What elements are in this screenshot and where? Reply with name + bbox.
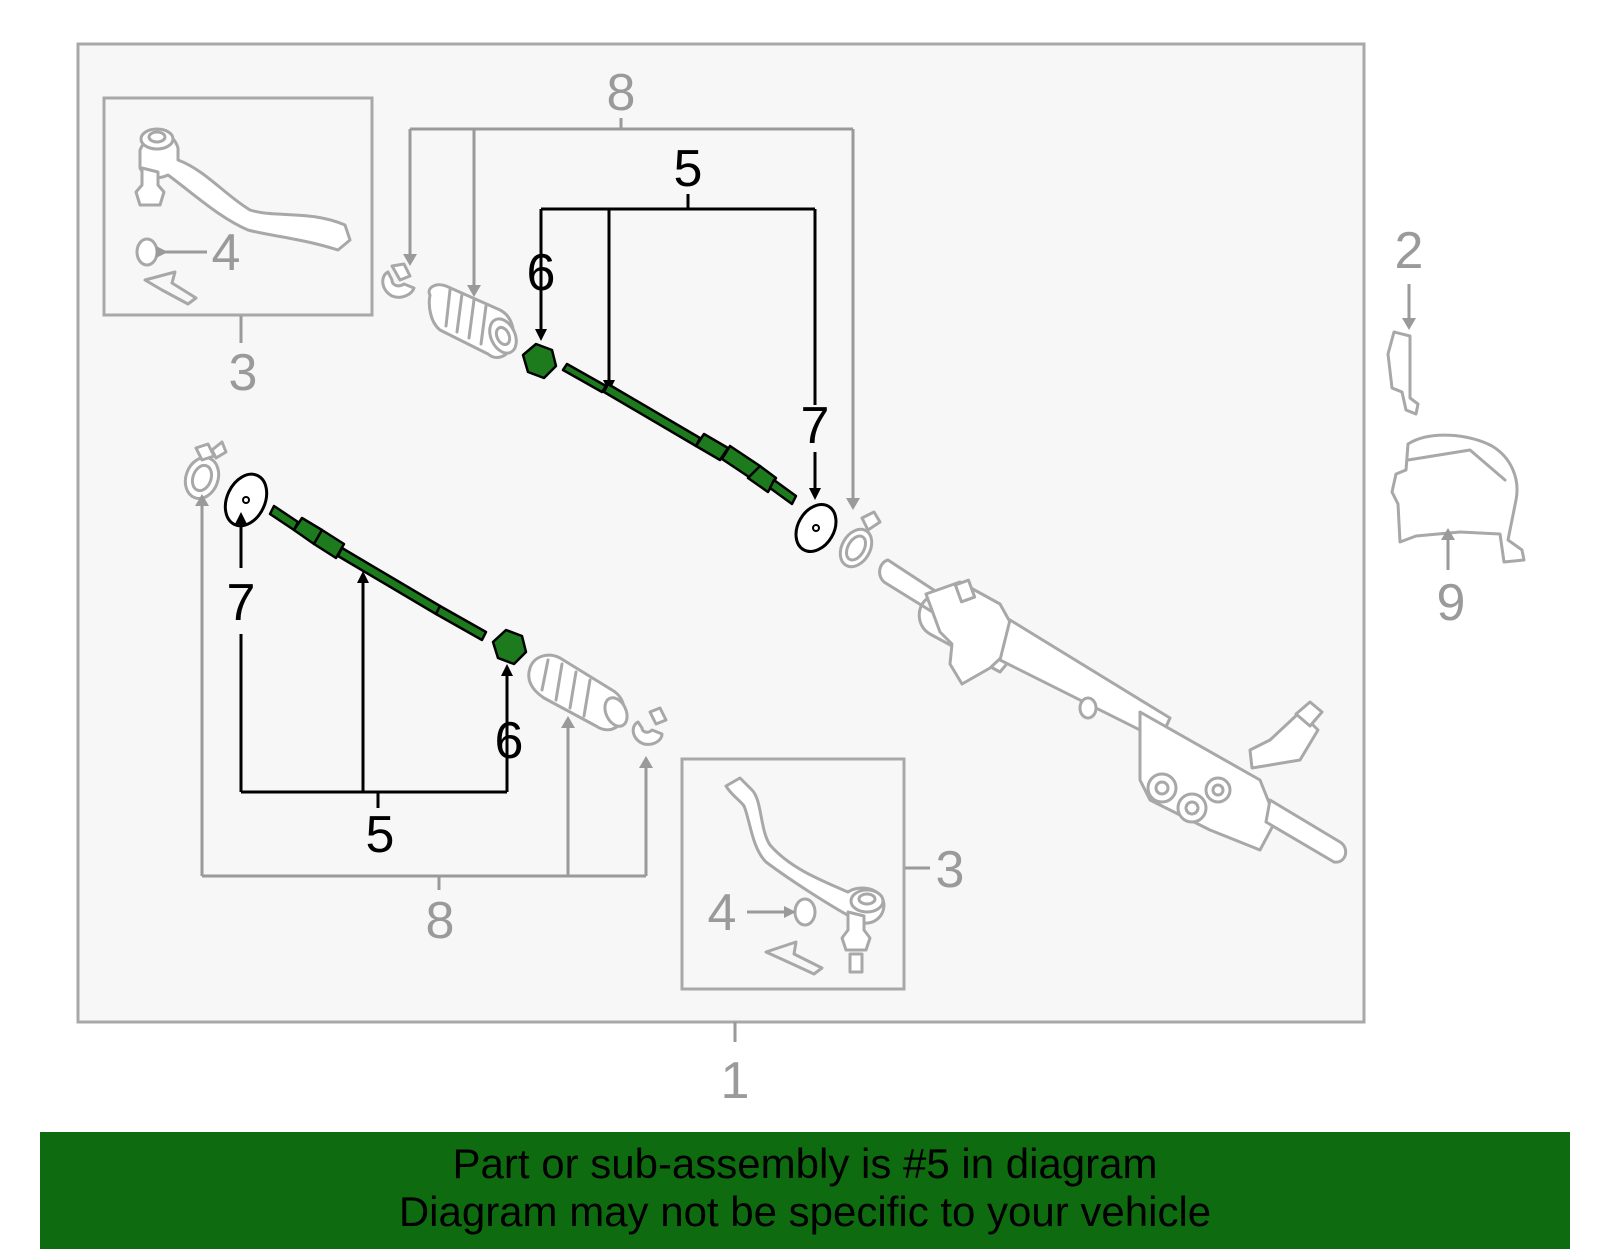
callout-2: 2 xyxy=(1395,222,1424,280)
outer-tie-rod-end-right-drawing xyxy=(724,776,886,976)
callout-7-top: 7 xyxy=(801,397,830,455)
boot-clamp-bottom-left xyxy=(183,440,228,500)
callout-6-bottom: 6 xyxy=(495,712,524,770)
bracket-part-2 xyxy=(1386,330,1420,416)
callout-1: 1 xyxy=(721,1052,750,1110)
boot-clamp-top-left xyxy=(381,262,416,299)
callout-3-top: 3 xyxy=(229,344,258,402)
boot-clamp-top-right xyxy=(838,510,882,569)
banner-line-1: Part or sub-assembly is #5 in diagram xyxy=(452,1140,1158,1187)
callout-4-top: 4 xyxy=(212,224,241,282)
callout-8-top: 8 xyxy=(607,64,636,122)
inner-tie-rod-bottom-highlighted xyxy=(268,504,528,666)
steering-gear-housing xyxy=(878,558,1348,864)
outer-tie-rod-end-left-drawing xyxy=(134,127,352,306)
boot-bottom xyxy=(527,653,629,732)
inner-tie-rod-top-highlighted xyxy=(521,342,798,506)
washer-top xyxy=(794,503,838,553)
callout-9: 9 xyxy=(1437,574,1466,632)
washer-bottom xyxy=(223,472,269,528)
callout-6-top: 6 xyxy=(527,244,556,302)
callout-5-bottom: 5 xyxy=(366,806,395,864)
boot-top xyxy=(427,283,518,359)
info-banner: Part or sub-assembly is #5 in diagram Di… xyxy=(40,1132,1570,1249)
callout-7-bottom: 7 xyxy=(227,574,256,632)
callout-5-top: 5 xyxy=(674,140,703,198)
boot-clamp-bottom-right xyxy=(631,706,668,746)
heat-shield-part-9 xyxy=(1390,433,1526,564)
callout-3-bottom: 3 xyxy=(936,841,965,899)
callout-4-bottom: 4 xyxy=(708,884,737,942)
banner-line-2: Diagram may not be specific to your vehi… xyxy=(398,1188,1212,1235)
callout-8-bottom: 8 xyxy=(426,892,455,950)
